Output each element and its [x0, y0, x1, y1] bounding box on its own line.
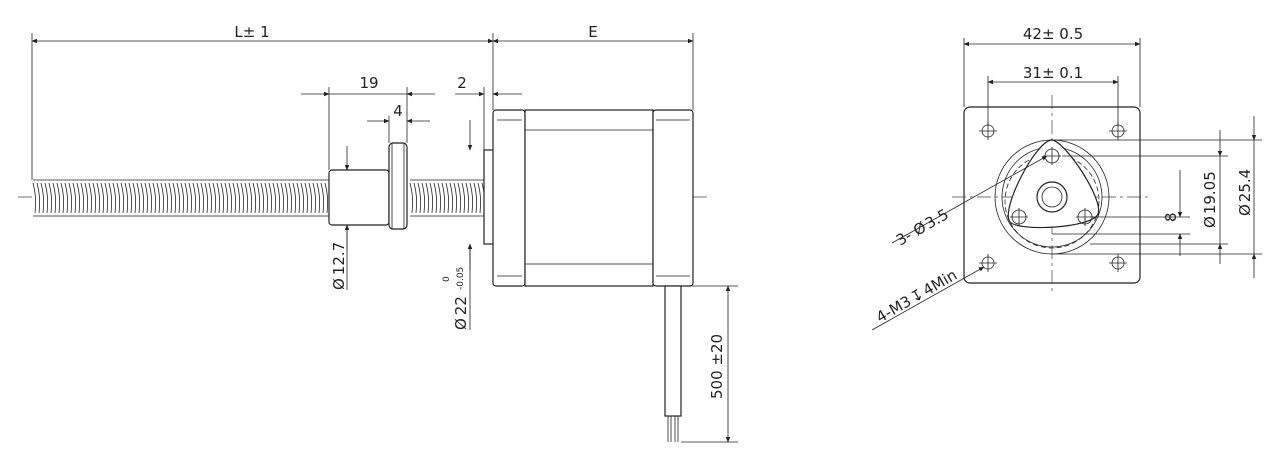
label-lead-length: 500 ±20: [708, 334, 726, 399]
label-mount-holes: 4-M3↧4Min: [873, 266, 960, 327]
label-pilot-diameter: Ø22 0 -0.05: [442, 267, 470, 330]
label-nut-flange-dia: Ø25.4: [1236, 169, 1254, 216]
label-hole-offset: 8: [1162, 212, 1180, 222]
side-view: L± 1 E 19 4 2 Ø12.7 Ø22 0 -0.05: [18, 23, 738, 443]
svg-text:0: 0: [442, 276, 452, 282]
label-hole-spacing: 31± 0.1: [1023, 64, 1083, 82]
label-body-width: 42± 0.5: [1023, 25, 1083, 43]
label-nut-pcd: Ø19.05: [1201, 171, 1219, 228]
front-view: 42± 0.5 31± 0.1 Ø25.4 Ø19.05 8: [871, 25, 1262, 331]
label-pilot-length: 2: [457, 74, 467, 92]
label-motor-length: E: [588, 23, 597, 41]
svg-text:-0.05: -0.05: [456, 267, 466, 290]
svg-text:Ø12.7: Ø12.7: [330, 242, 348, 290]
label-overall-length: L± 1: [234, 23, 269, 41]
motor-leads: [664, 285, 682, 442]
svg-text:500 ±20: 500 ±20: [708, 334, 726, 399]
svg-text:8: 8: [1162, 212, 1180, 222]
screw-hole: [1036, 181, 1068, 213]
svg-text:Ø25.4: Ø25.4: [1236, 169, 1254, 216]
label-nut-diameter: Ø12.7: [330, 242, 348, 290]
lead-nut: [328, 142, 408, 230]
svg-text:4-M3↧4Min: 4-M3↧4Min: [873, 266, 960, 327]
label-flange-thickness: 4: [393, 102, 403, 120]
svg-text:Ø19.05: Ø19.05: [1201, 171, 1219, 228]
motor-body: [492, 109, 694, 287]
label-nut-length: 19: [359, 74, 378, 92]
lead-screw: [32, 179, 490, 217]
label-nut-holes: 3- Ø3.5: [893, 205, 952, 249]
svg-text:Ø22: Ø22: [452, 296, 470, 330]
svg-text:3- Ø3.5: 3- Ø3.5: [893, 205, 952, 249]
